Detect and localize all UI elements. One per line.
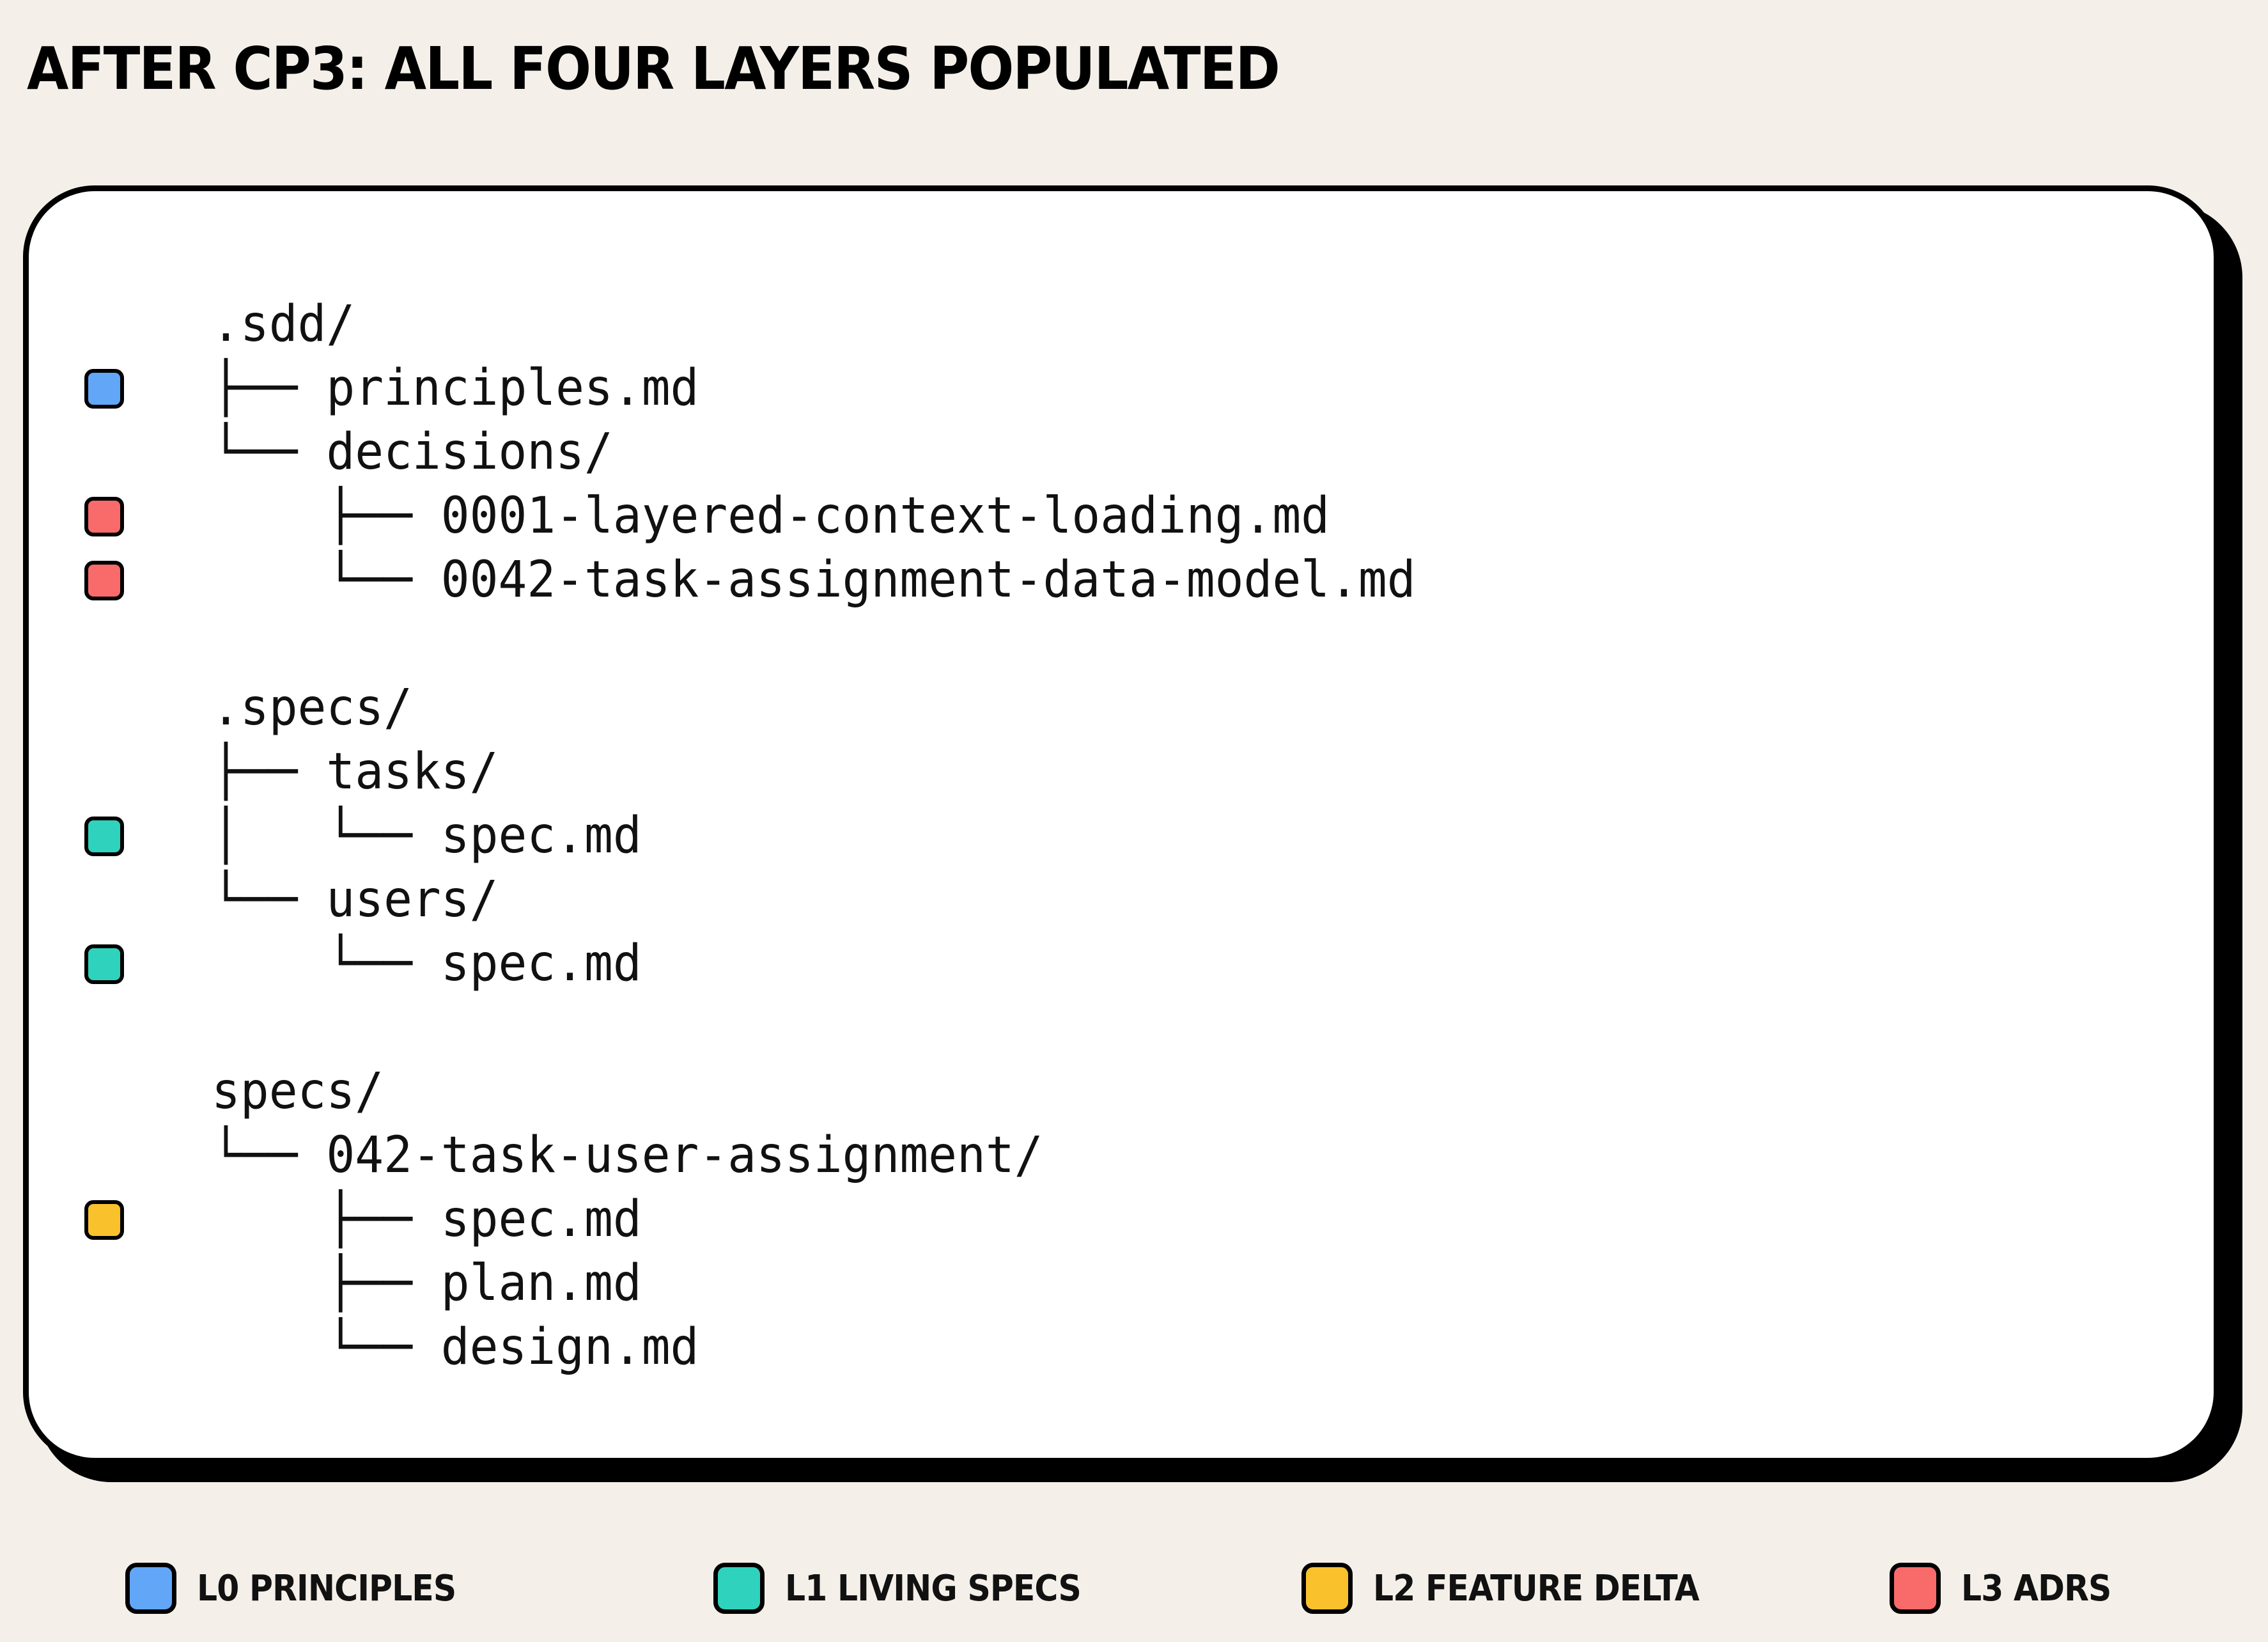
- tree-spacer: [29, 996, 2214, 1059]
- file-tree-panel: .sdd/ ├── principles.md └── decisions/ ├──…: [23, 185, 2219, 1464]
- layer-marker-l1: [84, 944, 124, 984]
- tree-row: │ └── spec.md: [29, 804, 2214, 868]
- tree-row: ├── principles.md: [29, 356, 2214, 420]
- layer-legend: L0 PRINCIPLES L1 LIVING SPECS L2 FEATURE D…: [0, 1560, 2268, 1618]
- tree-entry: └── spec.md: [212, 935, 642, 992]
- tree-row: ├── 0001-layered-context-loading.md: [29, 484, 2214, 548]
- tree-entry: ├── spec.md: [212, 1191, 642, 1248]
- file-tree: .sdd/ ├── principles.md └── decisions/ ├──…: [29, 191, 2214, 1458]
- tree-row: ├── plan.md: [29, 1251, 2214, 1315]
- tree-row: specs/: [29, 1059, 2214, 1123]
- tree-row: └── design.md: [29, 1315, 2214, 1379]
- layer-marker-l2: [84, 1200, 124, 1240]
- tree-entry: .sdd/: [212, 295, 355, 353]
- layer-marker-l1: [84, 817, 124, 856]
- page-title: AFTER CP3: ALL FOUR LAYERS POPULATED: [27, 35, 1280, 103]
- tree-entry: └── design.md: [212, 1318, 699, 1376]
- tree-row: └── users/: [29, 868, 2214, 932]
- layer-marker-l0: [84, 369, 124, 409]
- tree-entry: .specs/: [212, 679, 412, 737]
- tree-entry: │ └── spec.md: [212, 807, 642, 864]
- layer-marker-l3: [84, 561, 124, 600]
- layer-marker-l3: [84, 497, 124, 536]
- legend-label: L2 FEATURE DELTA: [1373, 1568, 1700, 1609]
- tree-row: └── decisions/: [29, 420, 2214, 484]
- legend-swatch: [125, 1563, 176, 1614]
- tree-row: └── 042-task-user-assignment/: [29, 1123, 2214, 1187]
- tree-entry: ├── 0001-layered-context-loading.md: [212, 487, 1330, 545]
- tree-row: └── 0042-task-assignment-data-model.md: [29, 548, 2214, 612]
- tree-entry: └── 0042-task-assignment-data-model.md: [212, 551, 1416, 609]
- legend-label: L3 ADRS: [1961, 1568, 2111, 1609]
- legend-swatch: [1301, 1563, 1353, 1614]
- tree-row: ├── tasks/: [29, 740, 2214, 804]
- legend-swatch: [1890, 1563, 1941, 1614]
- legend-label: L0 PRINCIPLES: [197, 1568, 456, 1609]
- legend-label: L1 LIVING SPECS: [785, 1568, 1082, 1609]
- legend-swatch: [713, 1563, 765, 1614]
- tree-row: └── spec.md: [29, 932, 2214, 996]
- tree-entry: ├── tasks/: [212, 743, 499, 801]
- tree-spacer: [29, 612, 2214, 676]
- tree-row: ├── spec.md: [29, 1187, 2214, 1251]
- tree-entry: └── 042-task-user-assignment/: [212, 1127, 1043, 1184]
- tree-entry: ├── principles.md: [212, 359, 699, 417]
- tree-entry: └── decisions/: [212, 423, 613, 481]
- tree-entry: └── users/: [212, 871, 499, 928]
- tree-row: .sdd/: [29, 292, 2214, 356]
- tree-row: .specs/: [29, 676, 2214, 740]
- tree-entry: ├── plan.md: [212, 1255, 642, 1312]
- tree-entry: specs/: [212, 1063, 384, 1120]
